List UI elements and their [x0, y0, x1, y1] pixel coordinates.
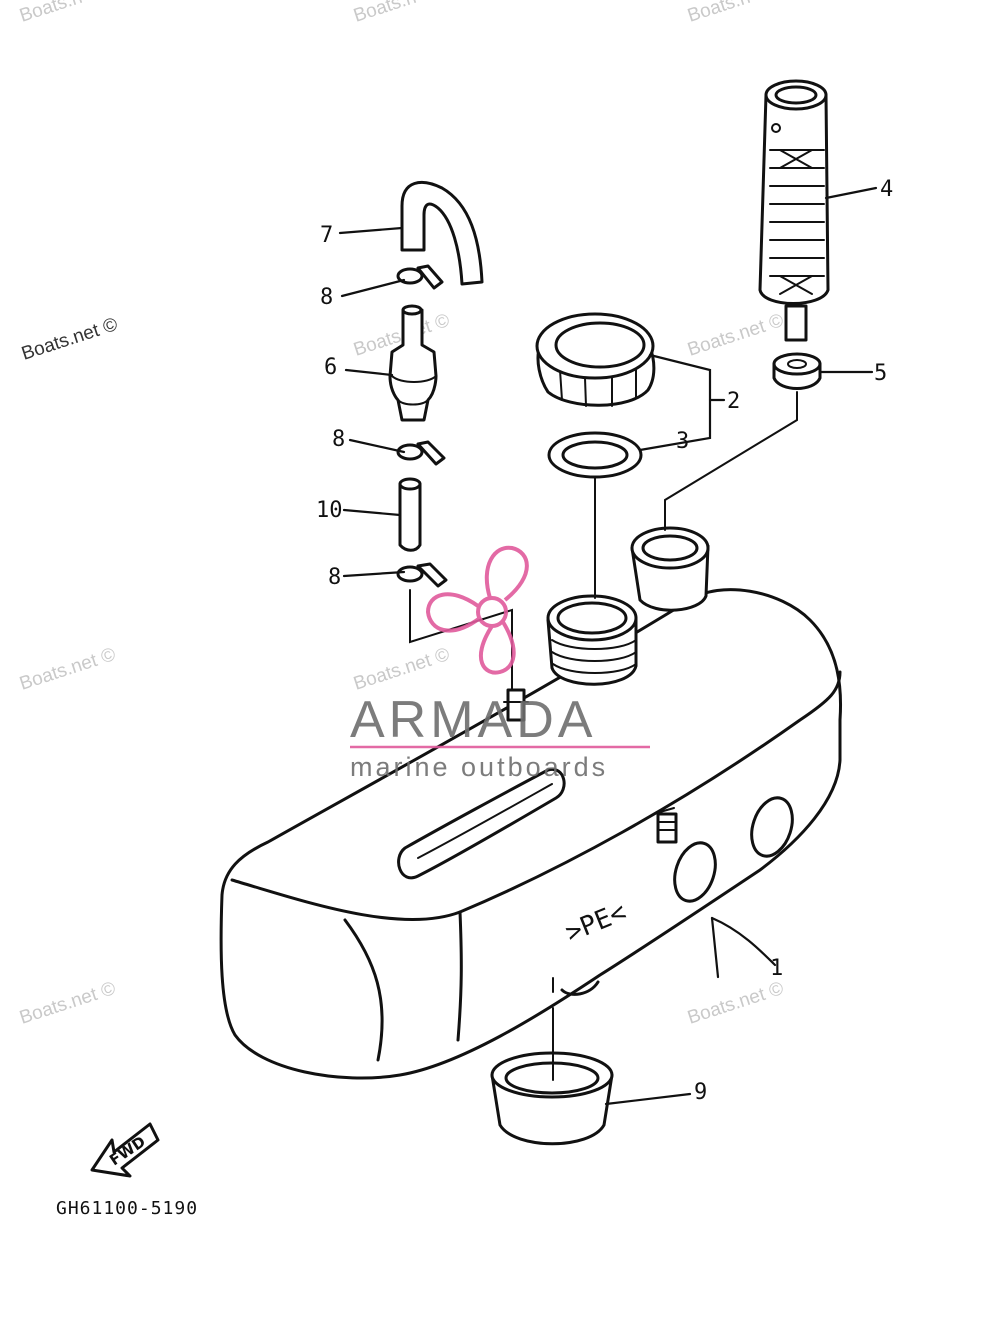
fwd-arrow-icon	[90, 1122, 160, 1178]
tank-outlet-fitting	[506, 688, 526, 722]
callout-8: 8	[332, 427, 345, 452]
tank-top-edge	[230, 670, 842, 922]
fuel-cap	[535, 312, 656, 407]
callout-6: 6	[324, 355, 337, 380]
callout-8: 8	[328, 565, 341, 590]
tank-vent-fitting	[656, 812, 678, 844]
callout-1: 1	[770, 956, 783, 981]
leader-line	[638, 353, 712, 452]
fuel-hose-bend	[400, 180, 484, 286]
tank-drain-boss	[560, 980, 600, 996]
tank-handle-line	[417, 783, 553, 859]
hose-clip	[396, 264, 444, 290]
watermark: Boats.net ©	[685, 310, 786, 361]
hose-clip	[396, 440, 446, 466]
armada-logo: ARMADA marine outboards	[350, 545, 650, 782]
watermark: Boats.n	[351, 0, 419, 27]
fuel-cap-gasket	[547, 431, 643, 479]
leader-line	[710, 916, 720, 979]
callout-labels: 1 2 3 4 5 6 7 8 8 8 9 10	[316, 177, 893, 1105]
fuel-filter	[388, 304, 438, 422]
fuel-hose-short	[398, 477, 422, 552]
grommet	[772, 352, 822, 390]
leader-line	[824, 186, 878, 200]
leader-line	[344, 368, 394, 377]
strainer-stem	[784, 304, 808, 342]
fuel-tank: >PE<	[219, 526, 843, 1080]
leader-line	[604, 1092, 692, 1106]
leader-line	[342, 570, 406, 578]
leader-line	[348, 438, 406, 454]
tank-side-port	[673, 841, 717, 903]
tank-side-port	[750, 796, 794, 858]
watermark: Boats.n	[17, 0, 85, 27]
brand-name: ARMADA	[350, 691, 596, 749]
leader-line	[342, 508, 402, 517]
tank-side-edge	[456, 910, 463, 1042]
watermark: Boats.net ©	[685, 978, 786, 1029]
propeller-icon	[425, 545, 529, 675]
watermark: Boats.net ©	[17, 644, 118, 695]
leader-line	[340, 278, 406, 298]
leader-lines	[338, 186, 878, 1106]
brand-tagline: marine outboards	[350, 752, 608, 782]
callout-4: 4	[880, 177, 893, 202]
forward-direction-arrow: FWD	[90, 1122, 160, 1178]
fuel-strainer	[758, 79, 830, 342]
watermark: Boats.net ©	[17, 978, 118, 1029]
watermark: Boats.net ©	[19, 314, 120, 365]
callout-10: 10	[316, 498, 343, 523]
hose-clip	[396, 562, 448, 588]
diagram-code: GH61100-5190	[56, 1198, 198, 1219]
tank-front-edge	[343, 918, 384, 1062]
callout-7: 7	[320, 223, 333, 248]
callout-8: 8	[320, 285, 333, 310]
callout-3: 3	[676, 429, 689, 454]
watermark: Boats.net ©	[351, 644, 452, 695]
watermark: Boats.n	[685, 0, 753, 27]
strainer-body	[758, 93, 830, 305]
leader-line	[710, 916, 777, 967]
callout-9: 9	[694, 1080, 707, 1105]
callout-2: 2	[727, 389, 740, 414]
leader-line	[338, 226, 404, 235]
callout-5: 5	[874, 361, 887, 386]
